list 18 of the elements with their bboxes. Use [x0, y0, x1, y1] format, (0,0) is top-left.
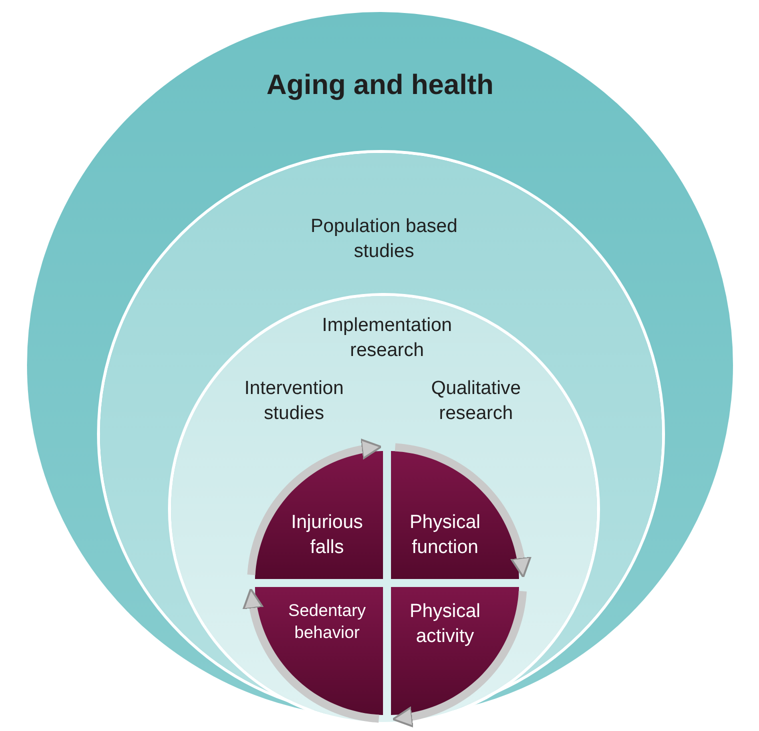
cycle-arrow: [392, 590, 527, 728]
region-label: Intervention studies: [243, 377, 345, 426]
region-label: Injurious falls: [290, 511, 364, 560]
cycle-arrow: [247, 438, 382, 576]
cycle-segment: [255, 451, 383, 579]
region-label: Physical function: [408, 511, 482, 560]
region-label: Qualitative research: [430, 377, 522, 426]
cycle-segment: [391, 451, 519, 579]
cycle-arrow: [242, 588, 380, 723]
cycle-arrow: [394, 443, 532, 578]
region-label: Physical activity: [408, 600, 482, 649]
region-label: Sedentary behavior: [287, 600, 367, 644]
region-label: Implementation research: [321, 314, 453, 363]
region-label: Population based studies: [310, 215, 458, 264]
region-label: Aging and health: [265, 68, 495, 102]
circle-region: [168, 293, 600, 725]
cycle-segment: [391, 587, 519, 715]
cycle-segment: [255, 587, 383, 715]
